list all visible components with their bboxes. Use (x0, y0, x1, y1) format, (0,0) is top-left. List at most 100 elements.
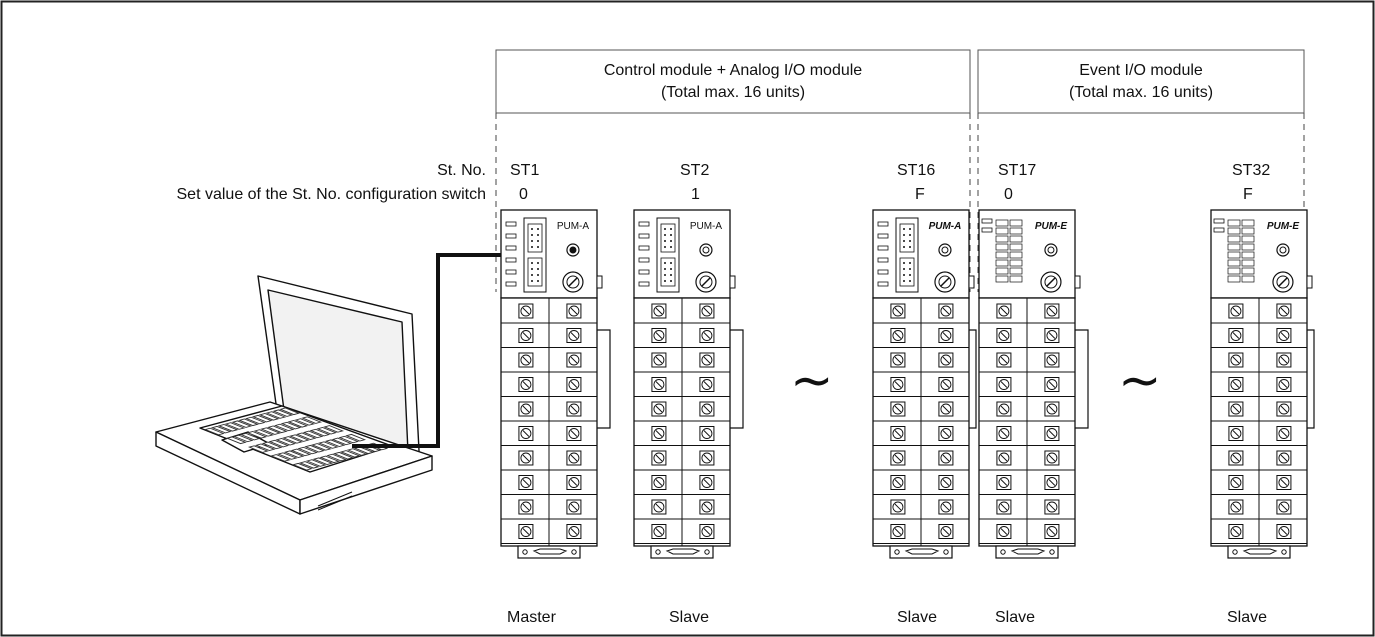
terminal-screw-slot (1048, 528, 1056, 535)
continuation-symbol-1: ~ (790, 351, 834, 411)
keyboard-key (253, 429, 275, 437)
terminal-screw-slot (570, 503, 578, 511)
din-clip-hole (943, 549, 949, 555)
keyboard-key (276, 452, 298, 460)
event-indicator (1227, 235, 1241, 243)
terminal-screw-slot (1280, 332, 1288, 339)
switch-value-1: 0 (519, 186, 528, 203)
connector-pin (531, 246, 533, 248)
terminal-screw-slot (1232, 503, 1240, 511)
keyboard-key (291, 462, 313, 471)
din-clip-hole (1049, 549, 1055, 555)
keyboard-key (294, 418, 316, 426)
connector-pin (531, 280, 533, 282)
terminal-screw-slot (570, 528, 578, 535)
module-latch (729, 275, 736, 289)
group-header-analog-line2: (Total max. 16 units) (660, 84, 806, 101)
event-indicator (1241, 227, 1255, 235)
keyboard-key (258, 413, 280, 421)
role-label-2: Slave (669, 609, 710, 626)
terminal-screw-slot (942, 430, 950, 437)
led-indicator (1213, 227, 1225, 233)
switch-value-3: F (915, 186, 925, 203)
group-header-analog-line1: Control module + Analog I/O module (603, 62, 863, 79)
led-indicator (877, 245, 889, 251)
din-clip-hole (522, 549, 528, 555)
led-indicator (505, 257, 517, 263)
event-indicator (1241, 243, 1255, 251)
din-clip-hole (1000, 549, 1006, 555)
connector-pin (903, 246, 905, 248)
event-indicator (1227, 259, 1241, 267)
module-latch (1074, 275, 1081, 289)
event-indicator (995, 275, 1009, 283)
station-switch-slot (940, 277, 950, 287)
terminal-screw-slot (655, 528, 663, 535)
terminal-screw-slot (1048, 307, 1056, 315)
terminal-screw-slot (894, 307, 902, 315)
event-indicator (995, 243, 1009, 251)
station-label-5: ST32 (1232, 162, 1271, 179)
loader-port-inner (941, 246, 949, 254)
terminal-screw-slot (703, 405, 711, 413)
switch-value-4: 0 (1004, 186, 1013, 203)
connector-pin (664, 268, 666, 270)
terminal-screw-slot (894, 405, 902, 413)
led-indicator (638, 245, 650, 251)
side-bracket (969, 329, 977, 429)
connector-pin (909, 274, 911, 276)
connector-pin (537, 262, 539, 264)
connector-pin (909, 268, 911, 270)
event-indicator (1009, 251, 1023, 259)
module-1: PUM-A (500, 209, 611, 559)
side-bracket (1307, 329, 1315, 429)
connector-pin (537, 246, 539, 248)
connector-pin (670, 240, 672, 242)
terminal-screw-slot (522, 332, 530, 339)
module-2: PUM-A (633, 209, 744, 559)
station-switch-slot (568, 277, 578, 287)
terminal-screw-slot (703, 430, 711, 437)
keyboard-key (324, 439, 346, 447)
connector-pin (909, 234, 911, 236)
terminal-screw-slot (1048, 503, 1056, 511)
terminal-screw-slot (522, 381, 530, 388)
keyboard-key (332, 451, 354, 460)
station-switch-slot (1046, 277, 1056, 287)
group-header-event-line1: Event I/O module (1079, 62, 1203, 79)
terminal-screw-slot (1048, 356, 1056, 364)
terminal-screw-slot (1232, 430, 1240, 437)
event-indicator (995, 227, 1009, 235)
terminal-screw-slot (522, 454, 530, 462)
event-indicator (1227, 219, 1241, 227)
terminal-screw-slot (1232, 381, 1240, 388)
terminal-screw-slot (703, 356, 711, 364)
station-switch-slot (701, 277, 711, 287)
event-indicator (1227, 251, 1241, 259)
keyboard-key (265, 411, 287, 419)
terminal-screw-slot (1048, 454, 1056, 462)
keyboard-key (287, 420, 309, 428)
module-model-label: PUM-E (1035, 221, 1068, 232)
keyboard-key (275, 438, 297, 446)
module-latch (1306, 275, 1313, 289)
row-label-switch: Set value of the St. No. configuration s… (176, 186, 487, 203)
terminal-screw-slot (1000, 356, 1008, 364)
terminal-screw-slot (942, 528, 950, 535)
keyboard-key (254, 443, 276, 451)
terminal-screw-slot (655, 405, 663, 413)
connector-pin (664, 262, 666, 264)
led-indicator (505, 245, 517, 251)
terminal-screw-slot (522, 503, 530, 511)
led-indicator (981, 218, 993, 224)
module-3: PUM-A (872, 209, 977, 559)
terminal-screw-slot (522, 479, 530, 486)
loader-cable (352, 253, 526, 448)
terminal-screw-slot (1280, 381, 1288, 388)
keyboard-key (326, 453, 348, 462)
terminal-screw-slot (655, 332, 663, 339)
role-label-4: Slave (995, 609, 1036, 626)
